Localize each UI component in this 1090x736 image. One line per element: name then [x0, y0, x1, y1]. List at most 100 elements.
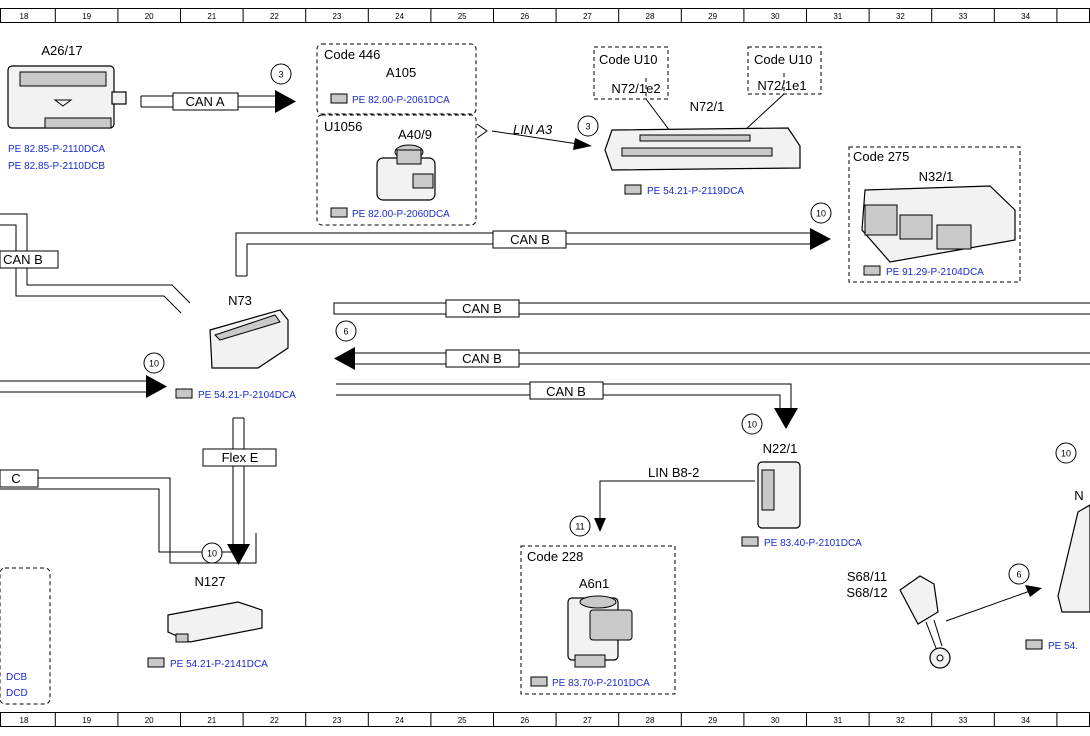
marker-3: 10 — [810, 202, 832, 224]
can-b-r1-label: CAN B — [462, 301, 502, 316]
ruler-label: 31 — [833, 716, 842, 725]
ruler-label: 30 — [771, 716, 780, 725]
ref-left-cut-2: DCD — [6, 688, 28, 699]
a6n1-image — [567, 595, 633, 668]
code-u10-left-label: Code U10 — [599, 52, 658, 67]
ruler-label: 23 — [333, 12, 342, 21]
svg-text:3: 3 — [585, 122, 590, 132]
ref-a40: PE 82.00-P-2060DCA — [330, 207, 450, 220]
ref-n73: PE 54.21-P-2104DCA — [175, 388, 296, 401]
s68-11-label: S68/11 — [847, 569, 887, 584]
can-b-left-arrow — [334, 347, 355, 370]
ruler-label: 27 — [583, 716, 592, 725]
bus-labels: CAN A CAN B CAN B CAN B CAN B CAN B Flex… — [0, 92, 699, 488]
svg-text:10: 10 — [747, 420, 757, 430]
can-b-top-arrow — [810, 228, 831, 250]
can-a-arrow — [275, 90, 296, 113]
ruler-label: 26 — [520, 12, 529, 21]
svg-text:PE 54.21-P-2119DCA: PE 54.21-P-2119DCA — [647, 186, 744, 197]
ruler-label: 18 — [20, 12, 29, 21]
u1056-label: U1056 — [324, 119, 362, 134]
ruler-label: 31 — [833, 12, 842, 21]
can-b-left-label: CAN B — [3, 252, 43, 267]
lin-b8-arrow — [594, 518, 606, 532]
left-to-n73-arrow — [146, 375, 167, 398]
svg-text:10: 10 — [1061, 449, 1071, 459]
ruler-label: 21 — [207, 716, 216, 725]
ruler-label: 29 — [708, 12, 717, 21]
n-cut-label: N — [1074, 488, 1083, 503]
ref-n127: PE 54.21-P-2141DCA — [147, 657, 268, 670]
a40-9-image — [376, 144, 436, 201]
marker-2: 3 — [577, 115, 599, 137]
svg-text:6: 6 — [1016, 570, 1021, 580]
s68-image — [899, 575, 951, 669]
marker-9: 6 — [1008, 563, 1030, 585]
ruler-label: 22 — [270, 12, 279, 21]
lin-a3-arrow — [573, 138, 592, 150]
svg-text:PE 83.40-P-2101DCA: PE 83.40-P-2101DCA — [764, 538, 862, 549]
can-b-r2-label: CAN B — [462, 351, 502, 366]
n72-1e1-label: N72/1e1 — [757, 78, 806, 93]
lin-a3-label: LIN A3 — [513, 122, 553, 137]
flex-e-arrow — [227, 544, 250, 565]
svg-text:PE 82.85-P-2110DCA: PE 82.85-P-2110DCA — [8, 144, 105, 155]
n73-label: N73 — [228, 293, 252, 308]
s68-arrow — [1025, 585, 1042, 597]
a40-9-label: A40/9 — [398, 127, 432, 142]
ruler-label: 20 — [145, 12, 154, 21]
ruler-label: 32 — [896, 12, 905, 21]
ruler-label: 28 — [646, 716, 655, 725]
n72-1-label: N72/1 — [690, 99, 725, 114]
c-label: C — [11, 471, 20, 486]
ref-n32: PE 91.29-P-2104DCA — [863, 265, 984, 278]
ruler-label: 21 — [207, 12, 216, 21]
can-b-r3-label: CAN B — [546, 384, 586, 399]
ref-n22: PE 83.40-P-2101DCA — [741, 536, 862, 549]
ruler-label: 24 — [395, 716, 404, 725]
ruler-label: 34 — [1021, 12, 1030, 21]
a105-label: A105 — [386, 65, 416, 80]
svg-text:6: 6 — [343, 327, 348, 337]
ruler-label: 19 — [82, 12, 91, 21]
can-b-top-label: CAN B — [510, 232, 550, 247]
ruler-label: 23 — [333, 716, 342, 725]
marker-5: 10 — [143, 352, 165, 374]
reference-links[interactable]: PE 82.85-P-2110DCA PE 82.85-P-2110DCB PE… — [6, 93, 1078, 699]
ruler-label: 30 — [771, 12, 780, 21]
marker-10: 10 — [1055, 442, 1077, 464]
can-b-down-arrow — [774, 408, 798, 429]
marker-1: 3 — [270, 63, 292, 85]
right-cut-image — [1057, 504, 1090, 613]
ref-left-cut-1: DCB — [6, 672, 27, 683]
ruler-label: 25 — [458, 716, 467, 725]
ruler-label: 33 — [959, 12, 968, 21]
n22-1-label: N22/1 — [763, 441, 798, 456]
n22-1-image — [757, 461, 801, 529]
ruler-label: 33 — [959, 716, 968, 725]
ruler-label: 22 — [270, 716, 279, 725]
svg-text:PE 54.: PE 54. — [1048, 641, 1078, 652]
svg-text:DCD: DCD — [6, 688, 28, 699]
ruler-label: 26 — [520, 716, 529, 725]
ruler-label: 25 — [458, 12, 467, 21]
code-boxes: Code 446 U1056 Code U10 Code U10 Code 27… — [0, 43, 1021, 705]
n72-1-image — [604, 127, 801, 171]
a26-17-image — [7, 65, 127, 129]
svg-text:10: 10 — [149, 359, 159, 369]
n127-image — [167, 601, 263, 643]
component-illustrations — [7, 65, 1090, 669]
can-a-label: CAN A — [185, 94, 224, 109]
marker-8: 11 — [569, 515, 591, 537]
svg-text:PE 54.21-P-2141DCA: PE 54.21-P-2141DCA — [170, 659, 268, 670]
ruler-label: 29 — [708, 716, 717, 725]
ruler-label: 20 — [145, 716, 154, 725]
n32-1-image — [861, 185, 1016, 263]
n127-label: N127 — [194, 574, 225, 589]
n32-1-label: N32/1 — [919, 169, 954, 184]
marker-7: 10 — [201, 542, 223, 564]
svg-text:11: 11 — [575, 522, 584, 532]
ref-right-cut: PE 54. — [1025, 639, 1078, 652]
